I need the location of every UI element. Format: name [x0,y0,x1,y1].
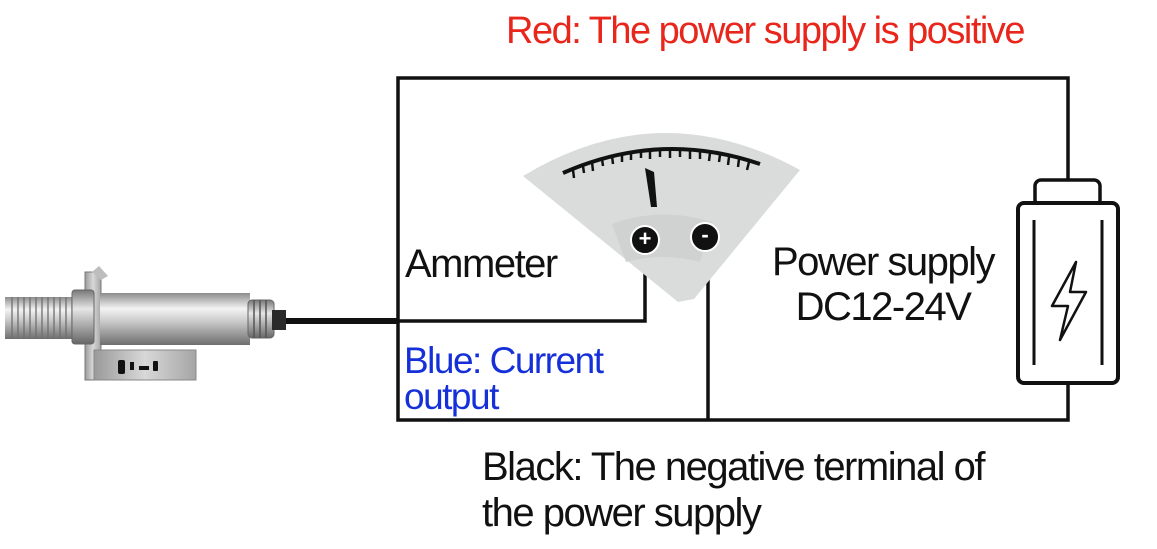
black-wire [396,321,1070,422]
red-wire-label: Red: The power supply is positive [506,10,1025,52]
power-supply-label-line1: Power supply [771,240,996,284]
sensor-probe-icon [5,266,286,381]
power-supply-voltage: DC12-24V [795,284,972,329]
battery-icon [1016,178,1120,385]
ammeter-icon [523,132,800,302]
power-supply-label: Power supply DC12-24V [748,240,1018,330]
minus-terminal-icon: - [701,222,709,247]
blue-wire-label: Blue: Current output [404,340,604,418]
ammeter-negative-terminal [690,222,720,252]
ammeter-positive-terminal [630,225,660,255]
black-wire-label-line1: Black: The negative terminal of [482,445,985,489]
blue-wire-label-line2: output [404,376,499,418]
black-wire-label-line2: the power supply [482,491,762,535]
red-wire [396,76,1070,321]
plus-terminal-icon: + [638,226,652,251]
blue-wire-label-line1: Blue: Current [404,340,604,381]
black-wire-label: Black: The negative terminal of the powe… [482,444,985,536]
ammeter-label: Ammeter [405,242,558,286]
